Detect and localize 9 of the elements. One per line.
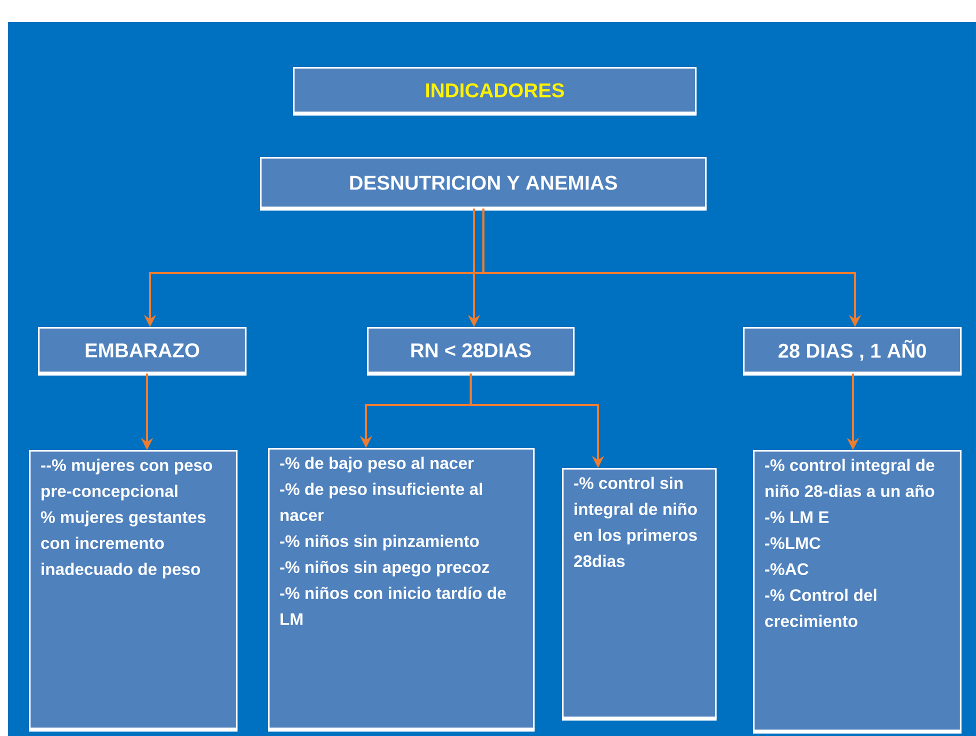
category-box: 28 DIAS , 1 AÑ0 <box>743 327 962 376</box>
indicator-box: --% mujeres con peso pre-concepcional % mujeres gestantes con incremento inadecuado de peso <box>29 450 238 732</box>
category-box: RN < 28DIAS <box>367 327 575 376</box>
indicator-box: -% de bajo peso al nacer -% de peso insuficiente al nacer -% niños sin pinzamiento -% niños sin apego precoz -% niños con inicio tardío de LM <box>268 448 535 732</box>
title-box: INDICADORES <box>293 67 697 116</box>
category-box: DESNUTRICION Y ANEMIAS <box>260 157 707 211</box>
indicator-box: -% control sin integral de niño en los primeros 28dias <box>562 468 717 721</box>
category-box: EMBARAZO <box>38 327 247 376</box>
indicator-box: -% control integral de niño 28-dias a un año -% LM E -%LMC -%AC -% Control del crecimiento <box>753 450 962 734</box>
